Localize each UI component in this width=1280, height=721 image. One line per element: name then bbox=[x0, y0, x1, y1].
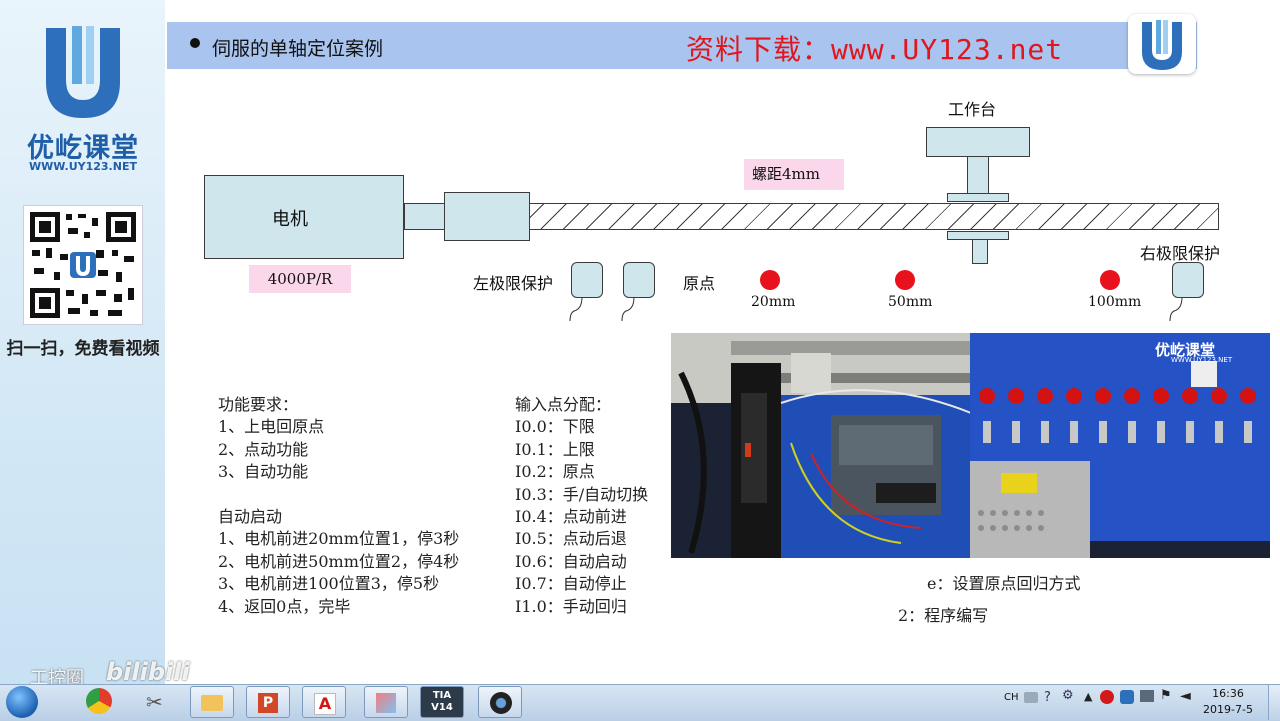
coupling-block bbox=[444, 192, 530, 241]
auto-start-title: 自动启动 bbox=[218, 507, 283, 526]
input-assignment: I0.7：自动停止 bbox=[515, 574, 627, 593]
camera-icon bbox=[490, 692, 512, 714]
show-desktop-button[interactable] bbox=[1268, 685, 1280, 720]
screw-nut-top bbox=[947, 193, 1009, 202]
brand-name: 优屹课堂 bbox=[27, 133, 139, 164]
slide-header bbox=[167, 22, 1197, 69]
brand-tray-icon[interactable] bbox=[1120, 690, 1134, 704]
paint-icon bbox=[376, 693, 396, 713]
sensor-cable-icon bbox=[621, 297, 635, 322]
folder-icon bbox=[201, 695, 223, 711]
right-limit-label: 右极限保护 bbox=[1140, 244, 1221, 263]
panel-url: WWW.UY123.NET bbox=[1171, 356, 1233, 364]
bullet-icon bbox=[190, 38, 200, 48]
help-icon[interactable]: ? bbox=[1044, 690, 1051, 705]
input-assignment: I0.5：点动后退 bbox=[515, 529, 627, 548]
auto-step: 3、电机前进100位置3，停5秒 bbox=[218, 574, 440, 593]
video-site-logo: bilibili bbox=[106, 658, 190, 686]
flag-icon[interactable]: ⚑ bbox=[1160, 688, 1172, 703]
hardware-photo: 优屹课堂 WWW.UY123.NET bbox=[671, 333, 1270, 558]
motor-block bbox=[204, 175, 404, 259]
worktable-top bbox=[926, 127, 1030, 157]
powerpoint-icon: P bbox=[258, 693, 278, 713]
slide-title: 伺服的单轴定位案例 bbox=[212, 38, 384, 60]
language-indicator[interactable]: CH bbox=[1004, 692, 1019, 703]
sensor-cable-icon bbox=[569, 297, 583, 322]
input-assignment: I1.0：手动回归 bbox=[515, 597, 627, 616]
tia-version-label: V14 bbox=[431, 702, 453, 713]
programming-note: 2：程序编写 bbox=[898, 606, 989, 625]
motor-shaft bbox=[404, 203, 445, 230]
requirement-item: 1、上电回原点 bbox=[218, 417, 325, 436]
worktable-label: 工作台 bbox=[948, 100, 997, 119]
volume-icon[interactable]: ◄ bbox=[1180, 688, 1191, 704]
position-3-label: 100mm bbox=[1088, 294, 1142, 310]
lead-screw bbox=[529, 203, 1219, 230]
origin-mode-note: e：设置原点回归方式 bbox=[927, 574, 1081, 593]
taskbar-explorer[interactable] bbox=[190, 686, 234, 718]
clock-date[interactable]: 2019-7-5 bbox=[1203, 703, 1253, 716]
origin-sensor bbox=[623, 262, 655, 298]
requirement-item: 3、自动功能 bbox=[218, 462, 309, 481]
sidebar: 优屹课堂 WWW.UY123.NET 扫一扫，免费看视频 bbox=[0, 0, 165, 684]
position-1-marker bbox=[760, 270, 780, 290]
settings-icon[interactable]: ⚙ bbox=[1062, 688, 1074, 703]
security-tray-icon[interactable] bbox=[1100, 690, 1114, 704]
chrome-icon[interactable] bbox=[86, 688, 112, 714]
input-assignment: I0.4：点动前进 bbox=[515, 507, 627, 526]
tray-expand-icon[interactable]: ▲ bbox=[1084, 690, 1093, 703]
origin-label: 原点 bbox=[683, 274, 716, 293]
qr-code-icon bbox=[23, 205, 143, 325]
position-1-label: 20mm bbox=[751, 294, 796, 310]
position-3-marker bbox=[1100, 270, 1120, 290]
input-assignment: I0.1：上限 bbox=[515, 440, 595, 459]
left-limit-sensor bbox=[571, 262, 603, 298]
input-assignment: I0.0：下限 bbox=[515, 417, 595, 436]
header-logo-icon bbox=[1128, 14, 1196, 74]
keyboard-icon[interactable] bbox=[1024, 692, 1038, 703]
auto-step: 1、电机前进20mm位置1，停3秒 bbox=[218, 529, 460, 548]
input-assignment: I0.6：自动启动 bbox=[515, 552, 627, 571]
panel-brand: 优屹课堂 bbox=[1155, 341, 1216, 359]
brand-url: WWW.UY123.NET bbox=[29, 160, 137, 173]
scissors-icon[interactable]: ✂ bbox=[146, 690, 163, 714]
right-limit-sensor bbox=[1172, 262, 1204, 298]
taskbar-pdf[interactable]: A bbox=[302, 686, 346, 718]
screw-pitch-label: 螺距4mm bbox=[744, 159, 844, 190]
motor-label: 电机 bbox=[272, 209, 308, 230]
worktable-stem bbox=[967, 156, 989, 194]
download-banner: 资料下载：www.UY123.net bbox=[686, 33, 1064, 66]
watermark-text: 工控圈 bbox=[30, 668, 84, 689]
nut-stem bbox=[972, 239, 988, 264]
requirements-title: 功能要求： bbox=[218, 395, 299, 414]
encoder-resolution-label: 4000P/R bbox=[249, 265, 351, 293]
position-2-marker bbox=[895, 270, 915, 290]
tia-icon-label: TIA bbox=[432, 690, 452, 701]
clock-time[interactable]: 16:36 bbox=[1212, 687, 1244, 700]
left-limit-label: 左极限保护 bbox=[473, 274, 554, 293]
start-button[interactable] bbox=[6, 686, 38, 718]
brand-logo-icon bbox=[46, 26, 120, 118]
taskbar-tia-portal[interactable]: TIA V14 bbox=[420, 686, 464, 718]
inputs-title: 输入点分配： bbox=[515, 395, 612, 414]
input-assignment: I0.2：原点 bbox=[515, 462, 595, 481]
pdf-icon: A bbox=[314, 693, 336, 715]
network-icon[interactable] bbox=[1140, 690, 1154, 702]
input-assignment: I0.3：手/自动切换 bbox=[515, 485, 649, 504]
taskbar-powerpoint[interactable]: P bbox=[246, 686, 290, 718]
sensor-cable-icon bbox=[1169, 297, 1183, 322]
requirement-item: 2、点动功能 bbox=[218, 440, 309, 459]
scan-caption: 扫一扫，免费看视频 bbox=[6, 339, 160, 359]
taskbar-camera[interactable] bbox=[478, 686, 522, 718]
auto-step: 2、电机前进50mm位置2，停4秒 bbox=[218, 552, 460, 571]
auto-step: 4、返回0点，完毕 bbox=[218, 597, 351, 616]
taskbar-paint[interactable] bbox=[364, 686, 408, 718]
position-2-label: 50mm bbox=[888, 294, 933, 310]
